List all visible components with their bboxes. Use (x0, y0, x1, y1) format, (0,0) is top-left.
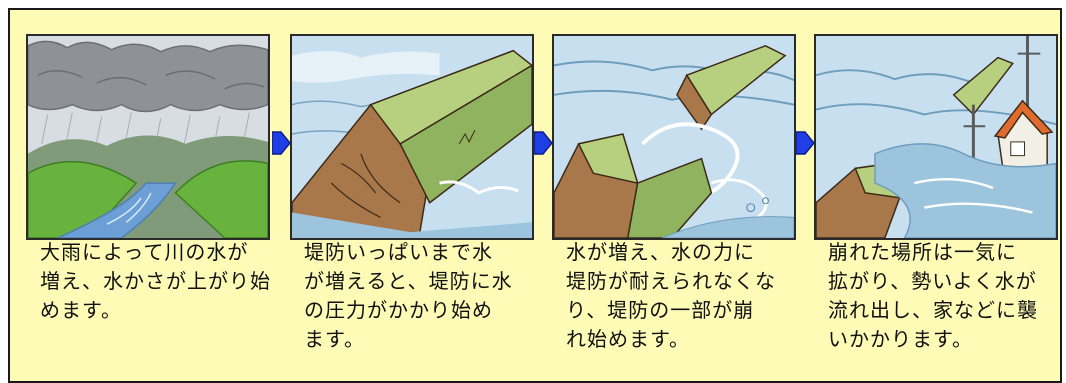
diagram-board: 大雨によって川の水が 増え、水かさが上がり始 めます。 堤防いっぱいまで水 が増… (8, 8, 1062, 383)
step-4-caption: 崩れた場所は一気に 拡がり、勢いよく水が 流れ出し、家などに襲 いかかります。 (828, 240, 1038, 351)
levee-pressure-illustration (292, 36, 532, 238)
step-1-caption: 大雨によって川の水が 増え、水かさが上がり始 めます。 (40, 240, 271, 322)
arrow-right-icon (272, 128, 290, 158)
panel-levee-collapse (552, 34, 796, 240)
levee-collapse-illustration (554, 36, 794, 238)
panel-heavy-rain (26, 34, 270, 240)
panel-flood-houses (814, 34, 1058, 240)
step-2-caption: 堤防いっぱいまで水 が増えると、堤防に水 の圧力がかかり始め ます。 (304, 240, 513, 351)
flood-house-illustration (816, 36, 1056, 238)
arrow-right-icon (534, 128, 552, 158)
arrow-right-icon (796, 128, 814, 158)
step-3-caption: 水が増え、水の力に 堤防が耐えられなくな り、堤防の一部が崩 れ始めます。 (566, 240, 776, 351)
heavy-rain-illustration (28, 36, 268, 238)
panel-water-pressure (290, 34, 534, 240)
